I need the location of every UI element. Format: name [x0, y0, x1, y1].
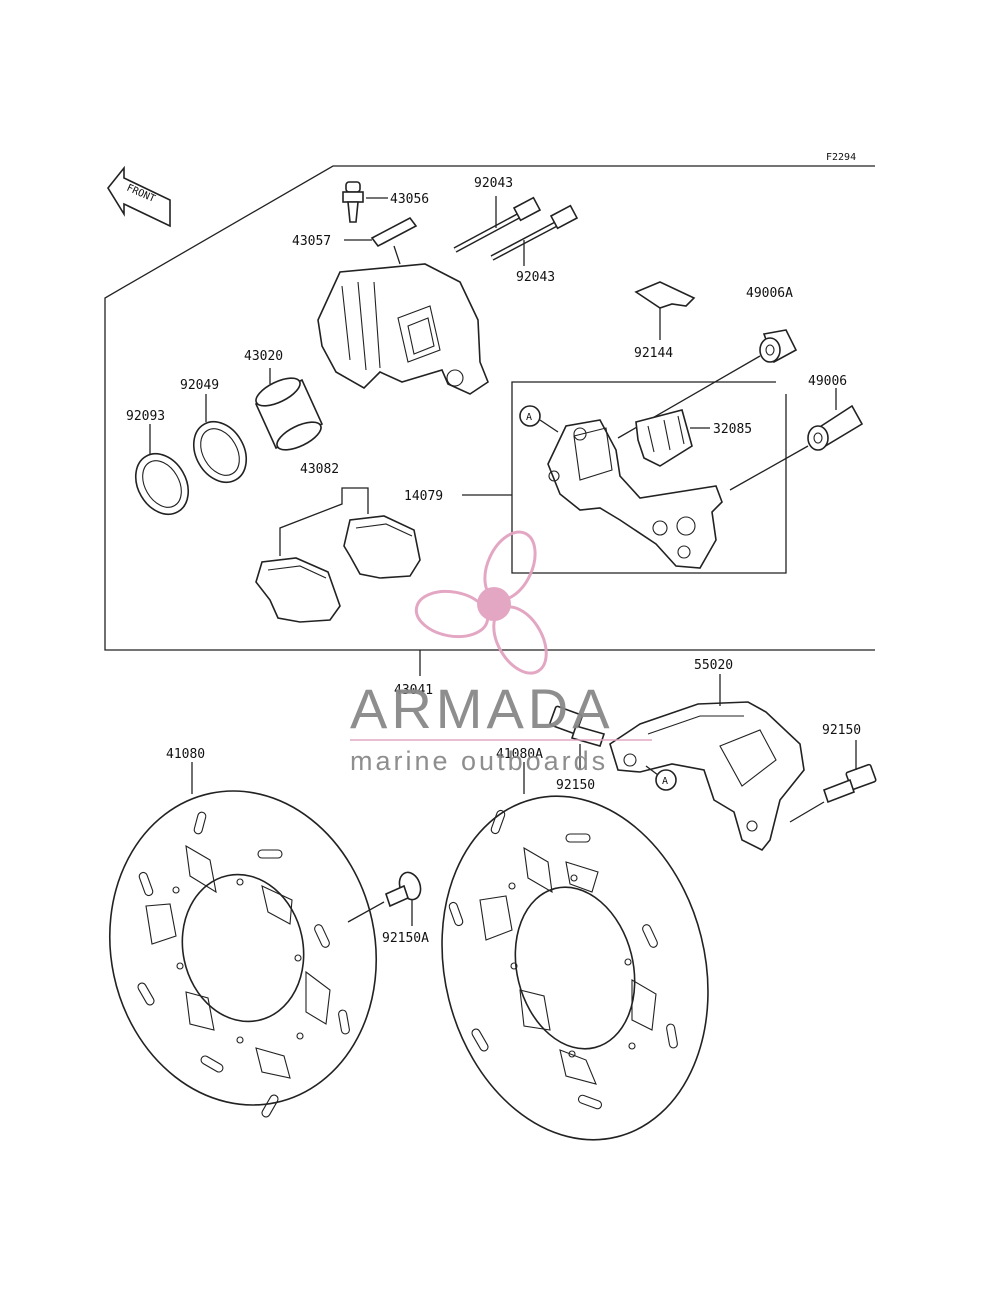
pad-spring-part — [634, 281, 696, 340]
assembly-frame — [104, 165, 875, 651]
brake-pads-part — [255, 487, 421, 623]
caliper-bracket-part — [609, 674, 805, 852]
label-92150-right: 92150 — [822, 723, 861, 738]
label-43020: 43020 — [244, 349, 283, 364]
label-49006: 49006 — [808, 374, 847, 389]
holder-subframe — [462, 381, 787, 574]
disc-screw-part — [347, 871, 422, 926]
bleeder-valve-part — [342, 181, 388, 223]
label-43056: 43056 — [390, 192, 429, 207]
label-14079: 14079 — [404, 489, 443, 504]
label-41080A: 41080A — [496, 747, 543, 762]
caliper-pin-part-bottom — [490, 204, 579, 266]
label-92043-bottom: 92043 — [516, 270, 555, 285]
label-92150-center: 92150 — [556, 778, 595, 793]
sleeve-bolt-part — [729, 388, 864, 491]
svg-text:A: A — [526, 412, 532, 423]
propeller-logo-icon — [414, 530, 548, 675]
bleeder-cap-part — [344, 216, 418, 248]
label-32085: 32085 — [713, 422, 752, 437]
watermark-brand: ARMADA — [350, 677, 614, 740]
diagram-code: F2294 — [826, 152, 856, 163]
label-41080: 41080 — [166, 747, 205, 762]
label-92150A: 92150A — [382, 931, 429, 946]
label-92144: 92144 — [634, 346, 673, 361]
bolt-part-center — [549, 705, 606, 770]
caliper-body-part — [317, 245, 489, 395]
caliper-pin-part-top — [453, 196, 542, 253]
piston-seal-part — [192, 394, 248, 483]
watermark-tagline: marine outboards — [350, 746, 608, 776]
label-49006A: 49006A — [746, 286, 793, 301]
pad-spring-32085-part — [635, 409, 710, 467]
label-92049: 92049 — [180, 378, 219, 393]
label-43041: 43041 — [394, 683, 433, 698]
callout-a-marker-lower: A — [655, 769, 677, 791]
brake-disc-part-left — [108, 762, 378, 1118]
label-43057: 43057 — [292, 234, 331, 249]
label-55020: 55020 — [694, 658, 733, 673]
callout-a-marker: A — [519, 405, 559, 433]
brand-watermark: ARMADA marine outboards — [350, 530, 652, 776]
caliper-piston-part — [254, 368, 324, 451]
label-43082: 43082 — [300, 462, 339, 477]
label-92043-top: 92043 — [474, 176, 513, 191]
caliper-holder-part — [547, 419, 723, 569]
svg-text:A: A — [662, 776, 668, 787]
label-92093: 92093 — [126, 409, 165, 424]
dust-seal-part — [134, 424, 190, 515]
front-arrow-icon: FRONT — [107, 165, 171, 228]
bolt-part-right — [789, 740, 877, 823]
brake-disc-part-right — [441, 762, 709, 1141]
